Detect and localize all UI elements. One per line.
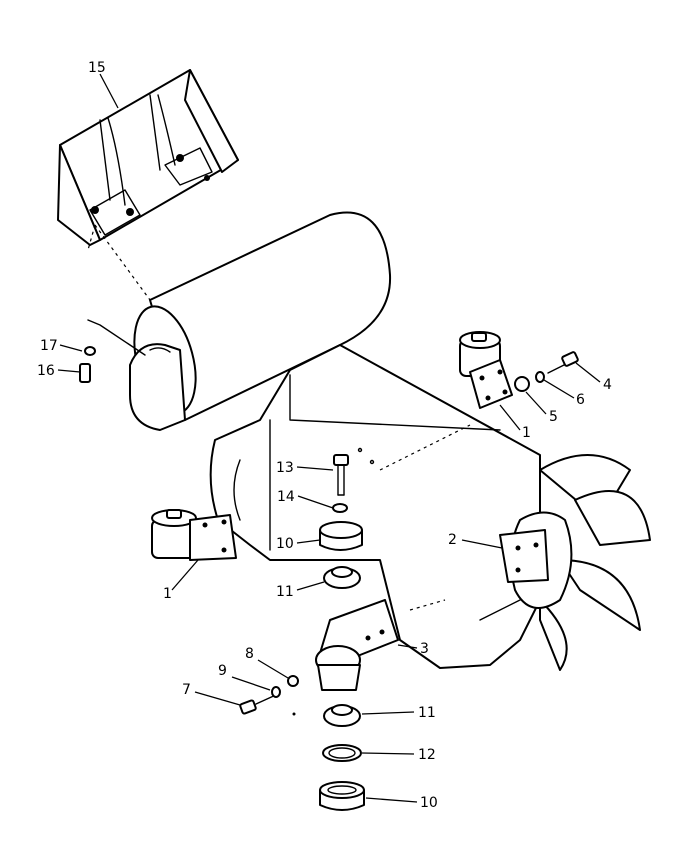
callout-1a: 1 [522,425,531,441]
washer-nut-bolt-set [514,351,579,392]
lower-mount-stack [292,704,365,811]
upper-mount-stack [319,454,363,589]
callout-3: 3 [420,641,429,657]
callout-9: 9 [218,663,227,679]
callout-13: 13 [276,460,294,476]
muffler [129,211,392,431]
engine-mount-right [499,529,549,583]
engine-block [209,344,541,669]
callout-16: 16 [37,363,55,379]
callout-2: 2 [448,532,457,548]
engine-mount-left [151,509,237,561]
callout-12: 12 [418,747,436,763]
engine-mount-upper-right [459,331,513,409]
callout-17: 17 [40,338,58,354]
callout-10b: 10 [420,795,438,811]
part-15-guard-bracket [57,69,239,301]
callouts: 15 17 16 4 6 5 1 13 14 10 2 1 11 3 8 9 7 [37,60,612,811]
callout-1b: 1 [163,586,172,602]
bolt-washer-set [239,675,299,715]
callout-14: 14 [277,489,295,505]
callout-8: 8 [245,646,254,662]
part-3-mount-bracket [315,599,399,691]
callout-4: 4 [603,377,612,393]
callout-11a: 11 [276,584,294,600]
callout-10a: 10 [276,536,294,552]
callout-5: 5 [549,409,558,425]
callout-6: 6 [576,392,585,408]
callout-7: 7 [182,682,191,698]
small-washer-bolt [79,319,146,383]
callout-15: 15 [88,60,106,76]
callout-11b: 11 [418,705,436,721]
